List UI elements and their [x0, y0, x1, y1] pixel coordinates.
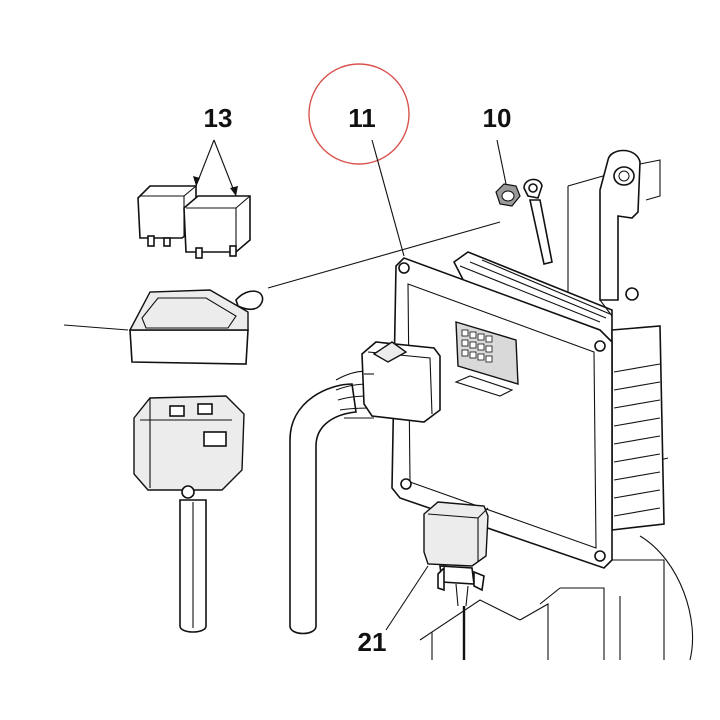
leader-cover-stub [63, 324, 129, 331]
callout-21-label: 21 [358, 627, 387, 657]
harness-cable [289, 383, 357, 635]
callout-11-label: 11 [348, 103, 376, 133]
arrowhead-13-b [230, 186, 238, 196]
relay-right [183, 195, 251, 259]
ecu-connector-socket [454, 321, 519, 397]
relay-socket [133, 395, 245, 499]
callout-11-highlight-circle [308, 63, 410, 165]
relay-cover [128, 289, 264, 365]
mounting-bracket [599, 149, 661, 317]
ground-terminal [523, 178, 553, 265]
chassis-frame [419, 535, 694, 661]
leader-21 [385, 565, 429, 631]
callout-10-label: 10 [483, 103, 512, 133]
assembly-line-cover [267, 221, 501, 289]
nut-10 [495, 183, 521, 207]
arrowhead-13-a [193, 176, 200, 186]
harness-plug [361, 341, 441, 423]
leader-10 [496, 139, 507, 185]
connector-21 [423, 501, 489, 660]
leader-13-b [213, 139, 237, 197]
callout-13-label: 13 [204, 103, 233, 133]
leader-11 [371, 139, 405, 257]
